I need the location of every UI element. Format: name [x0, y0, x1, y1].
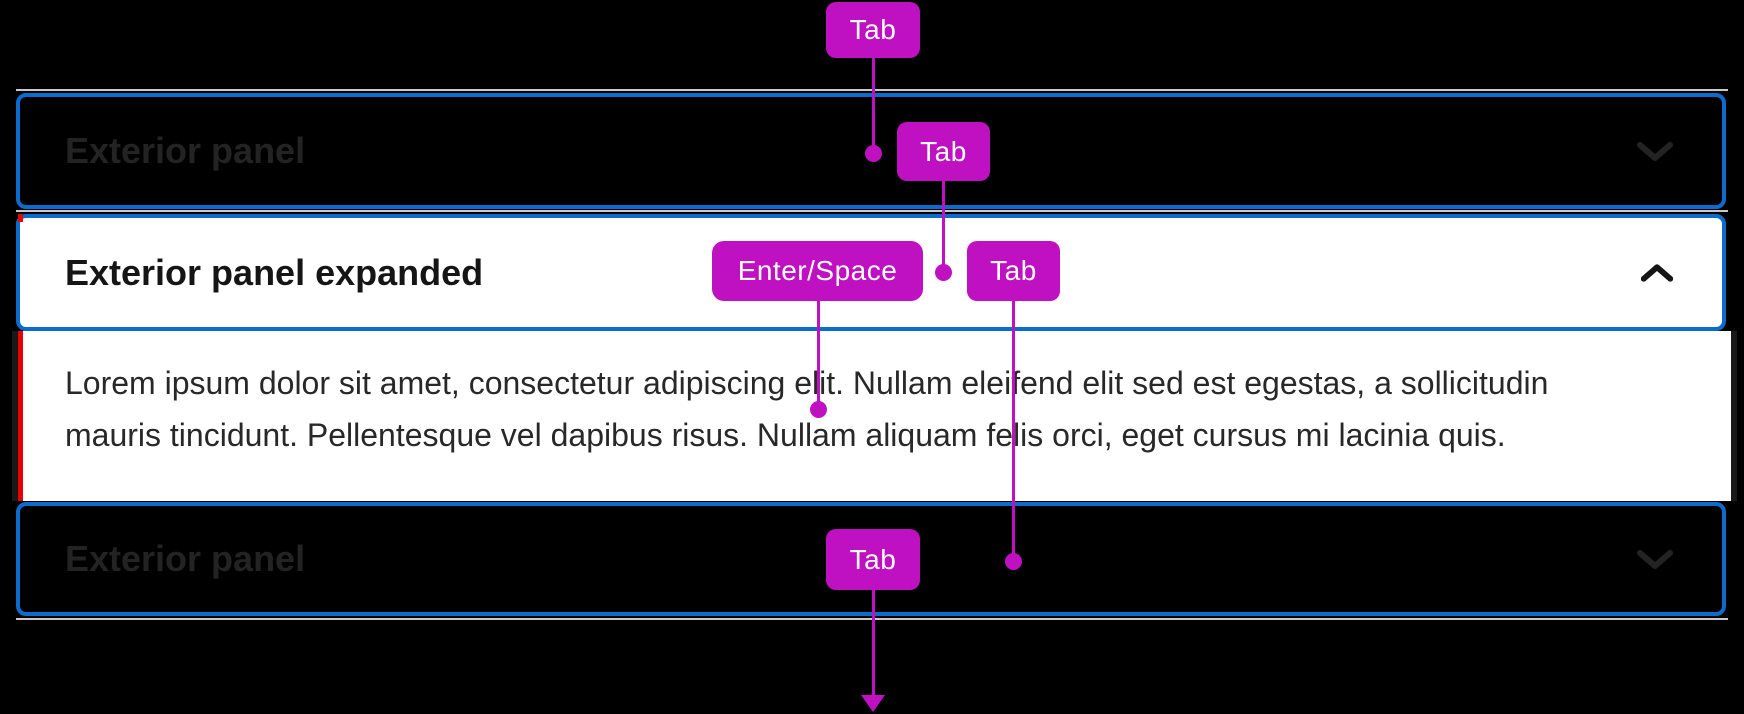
connector-line-tab-1 — [871, 58, 875, 153]
accordion-panel-title: Exterior panel — [65, 130, 306, 171]
connector-dot-enter-space — [809, 400, 827, 418]
connector-dot-tab-3 — [1004, 552, 1022, 570]
connector-dot-tab-1 — [864, 144, 882, 162]
content-text-line: Lorem ipsum dolor sit amet, consectetur … — [65, 365, 1549, 401]
key-badge-tab-4: Tab — [826, 529, 920, 590]
connector-line-tab-4 — [871, 590, 875, 696]
connector-arrowhead-down — [861, 695, 885, 712]
accordion-panel-title: Exterior panel expanded — [65, 251, 484, 293]
accordion-toggle-exterior-panel-expanded[interactable]: Exterior panel expanded — [16, 214, 1726, 331]
divider-middle — [16, 210, 1728, 212]
connector-line-tab-3 — [1011, 301, 1015, 561]
key-badge-enter-space: Enter/Space — [712, 241, 923, 301]
key-badge-tab-3: Tab — [967, 241, 1060, 301]
connector-line-enter-space — [816, 301, 820, 409]
expanded-accent-bar — [18, 214, 23, 222]
key-badge-tab-2: Tab — [897, 122, 990, 181]
chevron-down-icon — [1637, 549, 1673, 570]
connector-line-tab-2 — [941, 181, 945, 272]
accordion-expanded-content: Lorem ipsum dolor sit amet, consectetur … — [18, 331, 1731, 501]
content-text-line: mauris tincidunt. Pellentesque vel dapib… — [65, 417, 1506, 453]
accordion-panel-title: Exterior panel — [65, 538, 306, 579]
key-badge-tab-1: Tab — [826, 2, 920, 58]
connector-dot-tab-2 — [934, 263, 952, 281]
chevron-up-icon — [1641, 263, 1673, 283]
chevron-down-icon — [1637, 141, 1673, 162]
